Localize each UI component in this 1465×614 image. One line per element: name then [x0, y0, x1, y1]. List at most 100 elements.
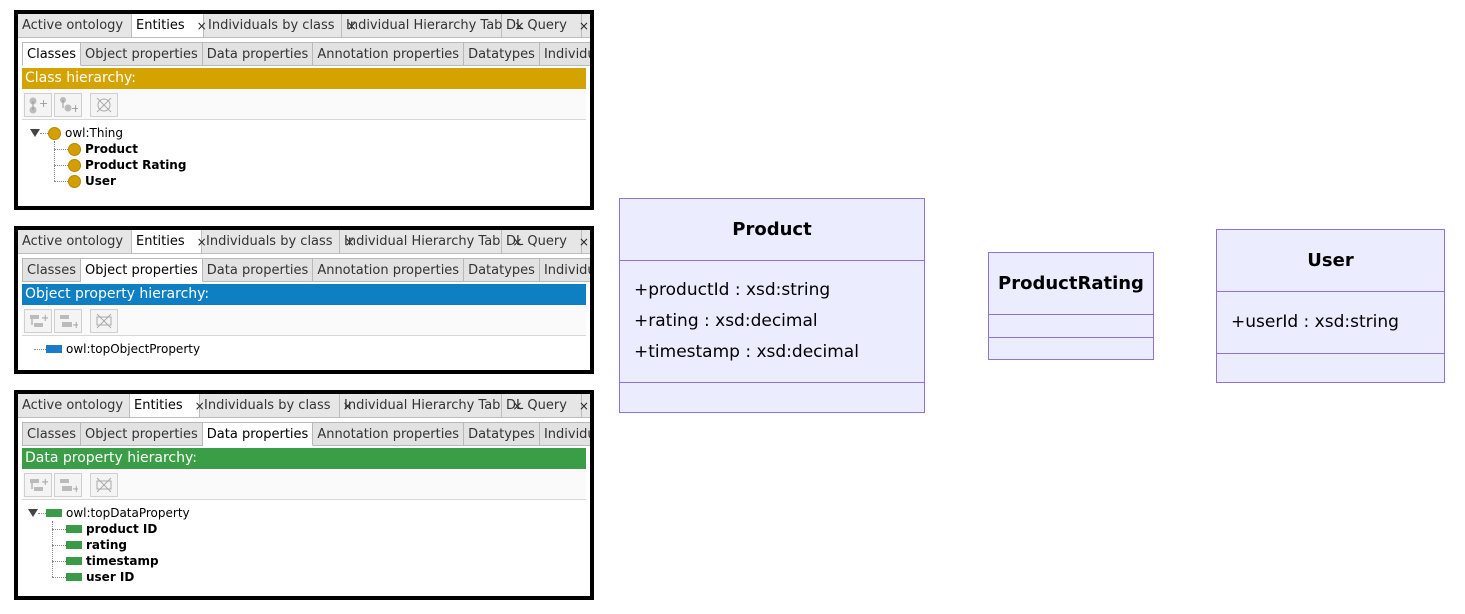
class-circle-icon: [68, 174, 81, 188]
tree-node-product-id[interactable]: product ID: [66, 521, 157, 537]
main-tab-bar: Active ontology× Entities× Individuals b…: [18, 394, 590, 418]
close-icon[interactable]: ×: [346, 18, 357, 33]
tree-node-timestamp[interactable]: timestamp: [66, 553, 159, 569]
close-icon[interactable]: ×: [578, 398, 589, 413]
close-icon[interactable]: ×: [342, 398, 353, 413]
subtab-data-properties[interactable]: Data properties: [202, 258, 314, 282]
subtab-object-properties[interactable]: Object properties: [80, 258, 203, 282]
hierarchy-toolbar: + +: [22, 306, 586, 336]
uml-class-name: ProductRating: [989, 253, 1153, 315]
close-icon[interactable]: ×: [578, 18, 589, 33]
main-tab-bar: Active ontology× Entities× Individuals b…: [18, 230, 590, 254]
node-label: owl:Thing: [65, 126, 124, 140]
data-property-icon: [66, 573, 82, 581]
node-label: product ID: [86, 522, 158, 536]
tree-node-rating[interactable]: rating: [66, 537, 127, 553]
tree-node-product[interactable]: Product: [68, 141, 138, 157]
tab-individual-hierarchy[interactable]: Individual Hierarchy Tab×: [340, 230, 522, 253]
add-sub-property-button[interactable]: +: [24, 309, 52, 333]
tab-active-ontology[interactable]: Active ontology×: [18, 394, 145, 417]
subtab-annotation-properties[interactable]: Annotation properties: [313, 258, 465, 282]
tab-label: Active ontology: [22, 398, 124, 413]
data-properties-panel: Active ontology× Entities× Individuals b…: [14, 390, 594, 600]
tree-node-product-rating[interactable]: Product Rating: [68, 157, 186, 173]
tab-label: Individual Hierarchy Tab: [344, 398, 501, 413]
subtab-annotation-properties[interactable]: Annotation properties: [313, 422, 465, 446]
tree-node-user-id[interactable]: user ID: [66, 569, 134, 585]
close-icon[interactable]: ×: [194, 398, 205, 413]
tab-active-ontology[interactable]: Active ontology×: [18, 14, 145, 37]
tab-individual-hierarchy[interactable]: Individual Hierarchy Tab×: [340, 394, 522, 417]
node-label: user ID: [86, 570, 135, 584]
hierarchy-toolbar: + +: [22, 90, 586, 120]
close-icon[interactable]: ×: [512, 234, 523, 249]
tree-connector: [52, 577, 66, 578]
tab-dl-query[interactable]: DL Query×: [502, 14, 589, 37]
tab-individuals-by-class[interactable]: Individuals by class×: [202, 230, 355, 253]
close-icon[interactable]: ×: [512, 398, 523, 413]
node-label: Product: [85, 142, 138, 156]
subtab-data-properties[interactable]: Data properties: [202, 42, 314, 66]
close-icon[interactable]: ×: [578, 234, 589, 249]
subtab-object-properties[interactable]: Object properties: [80, 42, 203, 66]
subtab-object-properties[interactable]: Object properties: [80, 422, 203, 446]
tree-node-root[interactable]: owl:topObjectProperty: [46, 341, 200, 357]
expand-toggle-icon[interactable]: [30, 129, 40, 137]
tree-connector: [54, 181, 68, 182]
add-sibling-property-button[interactable]: +: [54, 473, 82, 497]
add-sibling-property-button[interactable]: +: [54, 309, 82, 333]
subtab-classes[interactable]: Classes: [22, 42, 81, 66]
tree-node-root[interactable]: owl:topDataProperty: [46, 505, 190, 521]
tab-label: DL Query: [506, 398, 567, 413]
add-sub-property-button[interactable]: +: [24, 473, 52, 497]
tab-active-ontology[interactable]: Active ontology×: [18, 230, 145, 253]
uml-attribute: +userId : xsd:string: [1231, 312, 1399, 332]
tab-entities[interactable]: Entities×: [130, 394, 205, 417]
delete-button[interactable]: [90, 93, 118, 117]
tab-individuals-by-class[interactable]: Individuals by class×: [200, 394, 353, 417]
subtab-annotation-properties[interactable]: Annotation properties: [313, 42, 465, 66]
subtab-classes[interactable]: Classes: [22, 258, 81, 282]
svg-text:+: +: [71, 102, 78, 114]
delete-button[interactable]: [90, 473, 118, 497]
tab-individuals-by-class[interactable]: Individuals by class ×: [204, 14, 357, 37]
subtab-datatypes[interactable]: Datatypes: [464, 422, 540, 446]
subtab-datatypes[interactable]: Datatypes: [464, 258, 540, 282]
tree-connector: [52, 521, 53, 577]
subtab-datatypes[interactable]: Datatypes: [464, 42, 540, 66]
tree-connector: [52, 529, 66, 530]
subtab-individuals[interactable]: Individuals: [539, 422, 590, 446]
tree-connector: [52, 561, 66, 562]
node-label: User: [85, 174, 116, 188]
tab-label: Active ontology: [22, 234, 124, 249]
expand-toggle-icon[interactable]: [28, 509, 38, 517]
tab-label: Individuals by class: [208, 18, 335, 33]
svg-text:+: +: [41, 477, 48, 488]
tab-individual-hierarchy[interactable]: Individual Hierarchy Tab×: [342, 14, 524, 37]
node-label: rating: [86, 538, 127, 552]
close-icon[interactable]: ×: [344, 234, 355, 249]
tree-node-user[interactable]: User: [68, 173, 116, 189]
close-icon[interactable]: ×: [196, 234, 207, 249]
tab-dl-query[interactable]: DL Query×: [502, 394, 589, 417]
uml-class-user: User +userId : xsd:string: [1216, 229, 1445, 383]
tree-connector: [52, 545, 66, 546]
add-subclass-button[interactable]: +: [24, 93, 52, 117]
tab-entities[interactable]: Entities×: [132, 230, 207, 253]
svg-text:+: +: [72, 320, 78, 330]
subtab-individuals[interactable]: Individuals: [539, 42, 590, 66]
entity-subtab-bar: Classes Object properties Data propertie…: [22, 258, 590, 282]
add-sibling-property-icon: +: [60, 479, 78, 494]
subtab-data-properties[interactable]: Data properties: [202, 422, 314, 446]
delete-button[interactable]: [90, 309, 118, 333]
object-property-tree: owl:topObjectProperty: [28, 340, 586, 370]
add-sub-property-icon: +: [30, 313, 48, 327]
tab-entities[interactable]: Entities×: [132, 14, 207, 37]
tab-dl-query[interactable]: DL Query×: [502, 230, 589, 253]
close-icon[interactable]: ×: [196, 18, 207, 33]
subtab-classes[interactable]: Classes: [22, 422, 81, 446]
add-sibling-button[interactable]: +: [54, 93, 82, 117]
close-icon[interactable]: ×: [514, 18, 525, 33]
subtab-individuals[interactable]: Individuals: [539, 258, 590, 282]
tree-node-root[interactable]: owl:Thing: [48, 125, 123, 141]
